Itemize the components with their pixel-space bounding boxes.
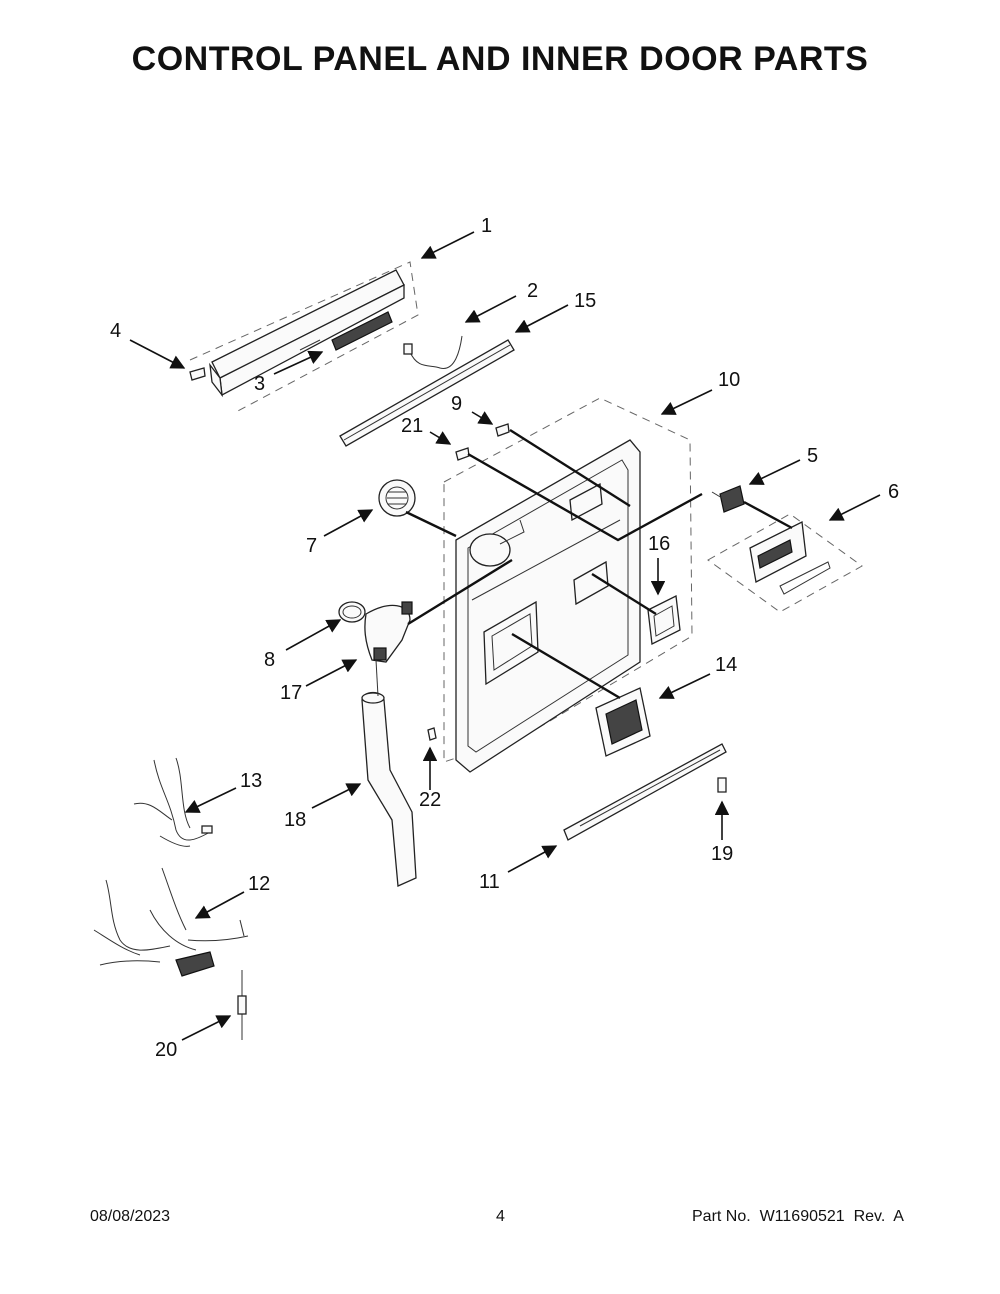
callout-18: 18 bbox=[284, 809, 306, 831]
callout-17: 17 bbox=[280, 682, 302, 704]
callout-6: 6 bbox=[888, 481, 899, 503]
trim-strip-part-11 bbox=[563, 743, 727, 841]
control-panel-console bbox=[189, 261, 419, 413]
callout-20: 20 bbox=[155, 1039, 177, 1061]
page-title: CONTROL PANEL AND INNER DOOR PARTS bbox=[131, 40, 869, 78]
screw-part-21 bbox=[455, 447, 470, 461]
callout-arrows bbox=[129, 231, 881, 1041]
callout-16: 16 bbox=[648, 533, 670, 555]
callout-15: 15 bbox=[574, 290, 596, 312]
o-ring-part-8 bbox=[338, 601, 366, 623]
callout-22: 22 bbox=[419, 789, 441, 811]
thermistor-part-20 bbox=[237, 970, 247, 1040]
duct-part-18 bbox=[361, 691, 417, 887]
screw-part-19 bbox=[717, 777, 727, 793]
callout-12: 12 bbox=[248, 873, 270, 895]
dispenser-part-14 bbox=[595, 687, 651, 757]
wire-harness-part-2 bbox=[403, 335, 463, 369]
control-board-part-6 bbox=[707, 513, 863, 613]
wire-harness-part-13 bbox=[133, 757, 213, 847]
callout-19: 19 bbox=[711, 843, 733, 865]
wire-harness-part-12 bbox=[93, 867, 249, 977]
callout-10: 10 bbox=[718, 369, 740, 391]
connection-lines bbox=[375, 428, 793, 700]
callout-3: 3 bbox=[254, 373, 265, 395]
callout-8: 8 bbox=[264, 649, 275, 671]
inner-door-panel bbox=[455, 439, 641, 773]
footer-part-number: Part No. W11690521 Rev. A bbox=[692, 1208, 904, 1225]
screw-part-9 bbox=[495, 423, 510, 437]
screw-part-22 bbox=[427, 727, 437, 741]
callout-4: 4 bbox=[110, 320, 121, 342]
callout-21: 21 bbox=[401, 415, 423, 437]
callout-1: 1 bbox=[481, 215, 492, 237]
callout-9: 9 bbox=[451, 393, 462, 415]
switch-part-5 bbox=[711, 485, 745, 513]
callout-11: 11 bbox=[479, 871, 500, 893]
vent-part-7 bbox=[378, 479, 416, 517]
callout-14: 14 bbox=[715, 654, 737, 676]
footer-date: 08/08/2023 bbox=[90, 1208, 171, 1225]
screw-part-4 bbox=[189, 367, 206, 381]
callout-2: 2 bbox=[527, 280, 538, 302]
callout-5: 5 bbox=[807, 445, 818, 467]
callout-7: 7 bbox=[306, 535, 317, 557]
gasket-strip-part-15 bbox=[339, 339, 515, 447]
bracket-part-16 bbox=[647, 595, 681, 645]
callout-13: 13 bbox=[240, 770, 262, 792]
footer-page-number: 4 bbox=[496, 1208, 505, 1225]
vent-assembly-part-17 bbox=[364, 601, 413, 663]
